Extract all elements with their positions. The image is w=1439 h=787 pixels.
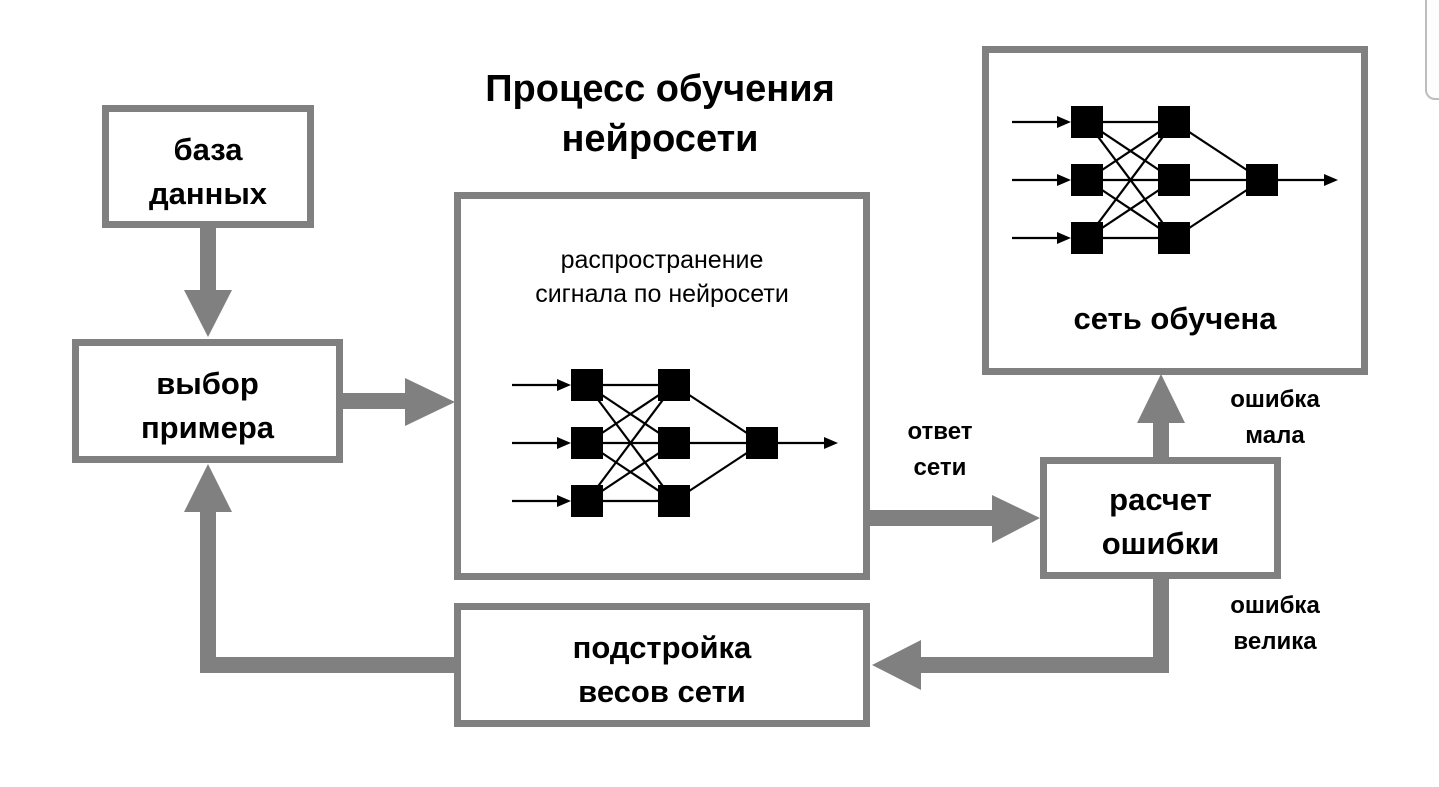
node-database: база данных bbox=[102, 105, 314, 228]
trained-net-input-arrowhead bbox=[1057, 174, 1071, 186]
edge-label-error-small: ошибка мала bbox=[1230, 386, 1320, 449]
trained-net-neuron bbox=[1071, 106, 1103, 138]
arrow-error-to-trained bbox=[1137, 374, 1185, 460]
trained-net-input-arrowhead bbox=[1057, 232, 1071, 244]
untrained-net-input-arrowhead bbox=[557, 495, 571, 507]
node-weight-adjust: подстройка весов сети bbox=[454, 603, 870, 727]
node-weight-adjust-label: подстройка весов сети bbox=[572, 630, 752, 709]
untrained-net-input-arrowhead bbox=[557, 437, 571, 449]
untrained-net-neuron bbox=[571, 485, 603, 517]
trained-net-neuron bbox=[1158, 106, 1190, 138]
network-diagram-trained bbox=[1012, 106, 1338, 254]
untrained-net-neuron bbox=[658, 427, 690, 459]
arrow-select-to-propagation bbox=[342, 378, 455, 426]
node-trained-label: сеть обучена bbox=[1073, 301, 1277, 336]
edge-label-error-large: ошибка велика bbox=[1230, 592, 1320, 655]
trained-net-neuron bbox=[1071, 164, 1103, 196]
untrained-net-neuron bbox=[658, 369, 690, 401]
node-error-calc: расчет ошибки bbox=[1040, 457, 1281, 579]
trained-net-neuron bbox=[1071, 222, 1103, 254]
untrained-net-connection bbox=[586, 384, 675, 502]
arrow-error-to-weights bbox=[872, 577, 1169, 690]
trained-net-input-arrowhead bbox=[1057, 116, 1071, 128]
untrained-net-neuron bbox=[746, 427, 778, 459]
trained-net-output-arrowhead bbox=[1324, 174, 1338, 186]
node-database-label: база данных bbox=[148, 132, 268, 211]
arrow-weights-to-select bbox=[184, 464, 458, 673]
trained-net-neuron bbox=[1158, 164, 1190, 196]
network-diagram-untrained bbox=[512, 369, 838, 517]
node-propagation: распространение сигнала по нейросети bbox=[454, 192, 870, 580]
trained-net-connection bbox=[1086, 121, 1175, 239]
trained-net-neuron bbox=[1246, 164, 1278, 196]
node-select-example-label: выбор примера bbox=[140, 366, 275, 445]
trained-net-neuron bbox=[1158, 222, 1190, 254]
arrow-database-to-select bbox=[184, 228, 232, 337]
node-propagation-label: распространение сигнала по нейросети bbox=[535, 246, 789, 308]
side-panel-handle[interactable] bbox=[1425, 0, 1439, 100]
edge-label-network-response: ответ сети bbox=[907, 418, 973, 481]
untrained-net-neuron bbox=[571, 427, 603, 459]
untrained-net-output-arrowhead bbox=[824, 437, 838, 449]
arrow-propagation-to-error bbox=[867, 495, 1040, 543]
untrained-net-input-arrowhead bbox=[557, 379, 571, 391]
diagram-title: Процесс обучения нейросети bbox=[485, 68, 835, 160]
node-trained: сеть обучена bbox=[982, 46, 1368, 375]
untrained-net-neuron bbox=[658, 485, 690, 517]
node-select-example: выбор примера bbox=[72, 339, 343, 463]
untrained-net-neuron bbox=[571, 369, 603, 401]
node-error-calc-label: расчет ошибки bbox=[1101, 482, 1220, 561]
